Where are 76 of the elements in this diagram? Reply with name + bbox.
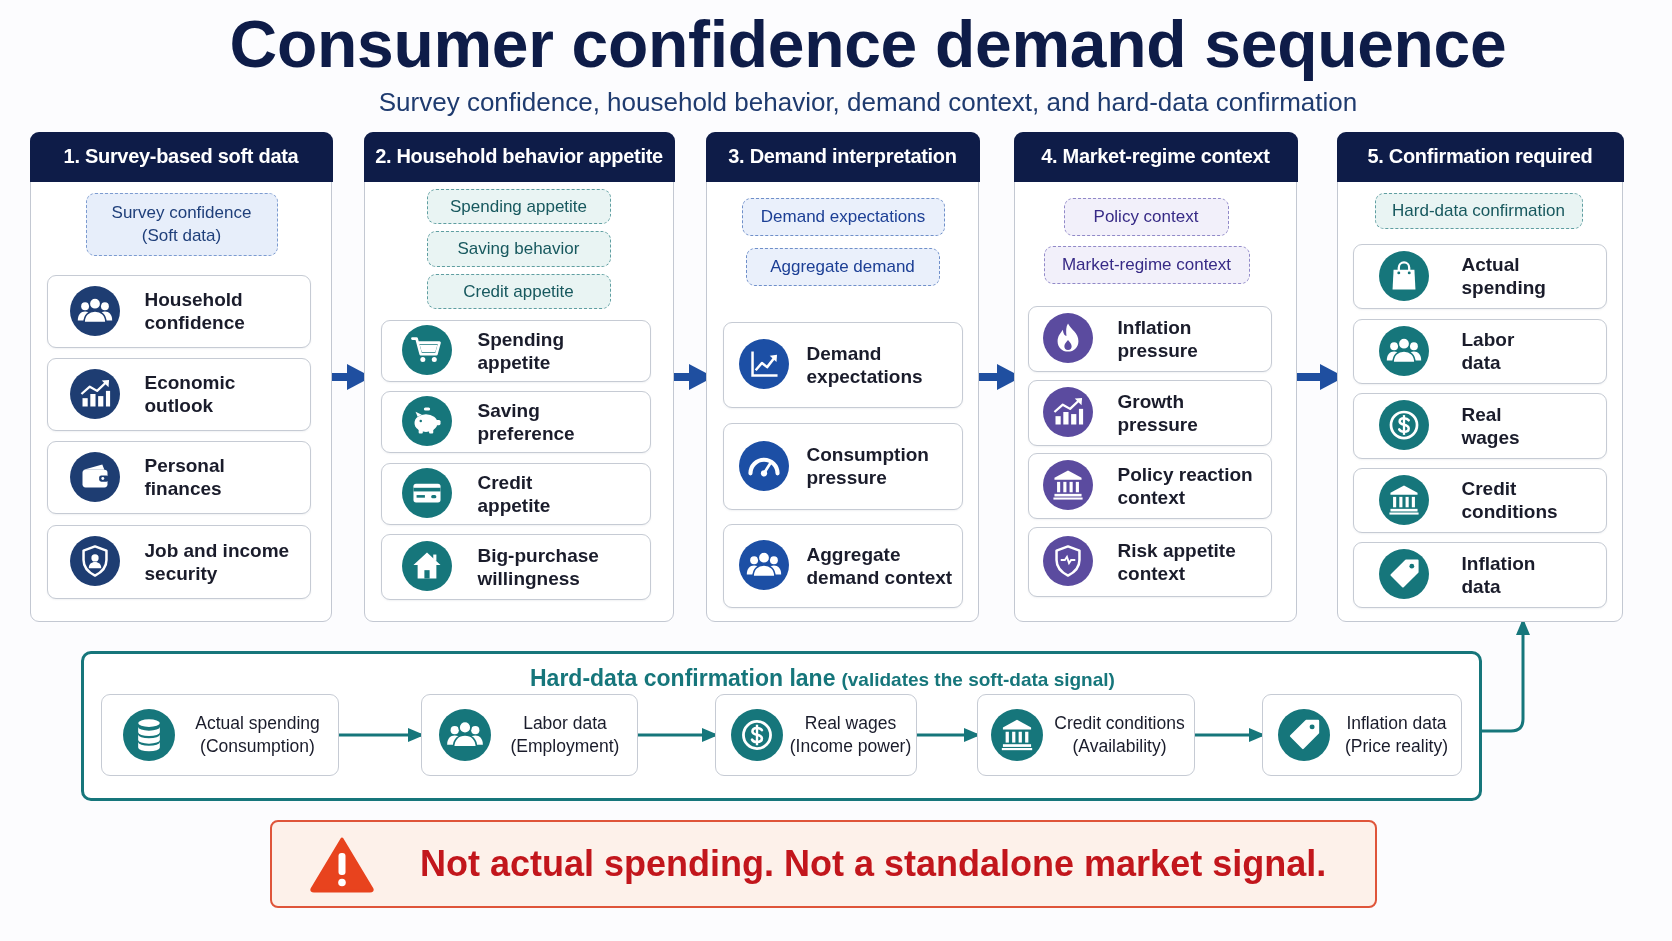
stage-heading: 3. Demand interpretation [705, 131, 980, 182]
item-label: Labor data (Employment) [509, 712, 621, 758]
item-label: Labor data [1461, 328, 1515, 374]
item-label: Household confidence [144, 288, 245, 334]
item-card [1352, 243, 1607, 309]
item-label: Credit appetite [477, 470, 551, 517]
concept-tag: Saving behavior [426, 230, 611, 267]
stage-heading: 5. Confirmation required [1336, 131, 1624, 182]
data-card [1262, 694, 1462, 776]
concept-tag: Survey confidence (Soft data) [85, 192, 278, 256]
stage-heading: 4. Market-regime context [1013, 131, 1298, 182]
concept-tag: Demand expectations [741, 197, 945, 236]
data-card [715, 694, 917, 776]
lane-title: Hard-data confirmation lane [530, 664, 836, 692]
data-card [101, 694, 339, 776]
item-card [46, 524, 311, 599]
concept-tag: Policy context [1063, 197, 1229, 236]
item-label: Actual spending [1461, 253, 1546, 299]
item-card [1352, 541, 1607, 608]
item-label: Inflation pressure [1117, 315, 1198, 362]
item-card [46, 274, 311, 348]
item-card [1352, 318, 1607, 384]
stage-panel [1337, 132, 1623, 622]
data-card [977, 694, 1195, 776]
stage-panel [364, 132, 674, 622]
item-label: Real wages (Income power) [788, 712, 913, 758]
item-label: Job and income security [144, 538, 291, 585]
item-label: Demand expectations [806, 341, 923, 388]
item-label: Big-purchase willingness [477, 543, 600, 590]
item-label: Real wages [1461, 402, 1520, 449]
item-card [1027, 305, 1272, 372]
item-card [1027, 379, 1272, 446]
item-card [1352, 392, 1607, 459]
diagram-subtitle: Survey confidence, household behavior, demand context, and hard-data confirmation [377, 86, 1359, 119]
item-label: Consumption pressure [806, 443, 929, 489]
item-label: Credit conditions [1461, 477, 1558, 523]
item-label: Inflation data [1461, 551, 1536, 598]
stage-panel [30, 132, 332, 622]
item-label: Personal finances [144, 454, 225, 500]
lane-subtitle: (validates the soft-data signal) [841, 668, 1115, 692]
diagram-title: Consumer confidence demand sequence [228, 6, 1508, 83]
item-card [1352, 467, 1607, 533]
concept-tag: Aggregate demand [745, 247, 940, 286]
confirmation-lane [81, 651, 1482, 801]
item-label: Economic outlook [144, 371, 236, 417]
item-card [722, 422, 963, 510]
concept-tag: Credit appetite [426, 273, 611, 309]
item-label: Policy reaction context [1117, 462, 1254, 509]
concept-tag: Market-regime context [1043, 245, 1250, 284]
item-card [46, 357, 311, 431]
warning-text: Not actual spending. Not a standalone market signal. [420, 842, 1327, 886]
item-card [46, 440, 311, 514]
item-card [380, 319, 651, 382]
item-card [1027, 452, 1272, 519]
item-label: Saving preference [477, 398, 575, 445]
item-label: Inflation data (Price reality) [1343, 712, 1450, 758]
stage-heading: 2. Household behavior appetite [363, 131, 675, 182]
data-card [421, 694, 638, 776]
stage-heading: 1. Survey-based soft data [29, 131, 333, 182]
warning-banner [270, 820, 1377, 908]
concept-tag: Hard-data confirmation [1374, 192, 1583, 229]
item-card [380, 533, 651, 600]
item-label: Risk appetite context [1117, 538, 1237, 585]
item-card [722, 523, 963, 608]
item-card [722, 321, 963, 408]
stage-panel [706, 132, 979, 622]
stage-panel [1014, 132, 1297, 622]
item-label: Actual spending (Consumption) [194, 712, 321, 758]
item-label: Credit conditions (Availability) [1053, 712, 1186, 758]
item-label: Growth pressure [1117, 389, 1198, 436]
item-card [380, 390, 651, 453]
item-card [380, 462, 651, 525]
concept-tag: Spending appetite [426, 188, 611, 224]
item-card [1027, 526, 1272, 597]
item-label: Spending appetite [477, 327, 565, 374]
item-label: Aggregate demand context [806, 542, 954, 589]
